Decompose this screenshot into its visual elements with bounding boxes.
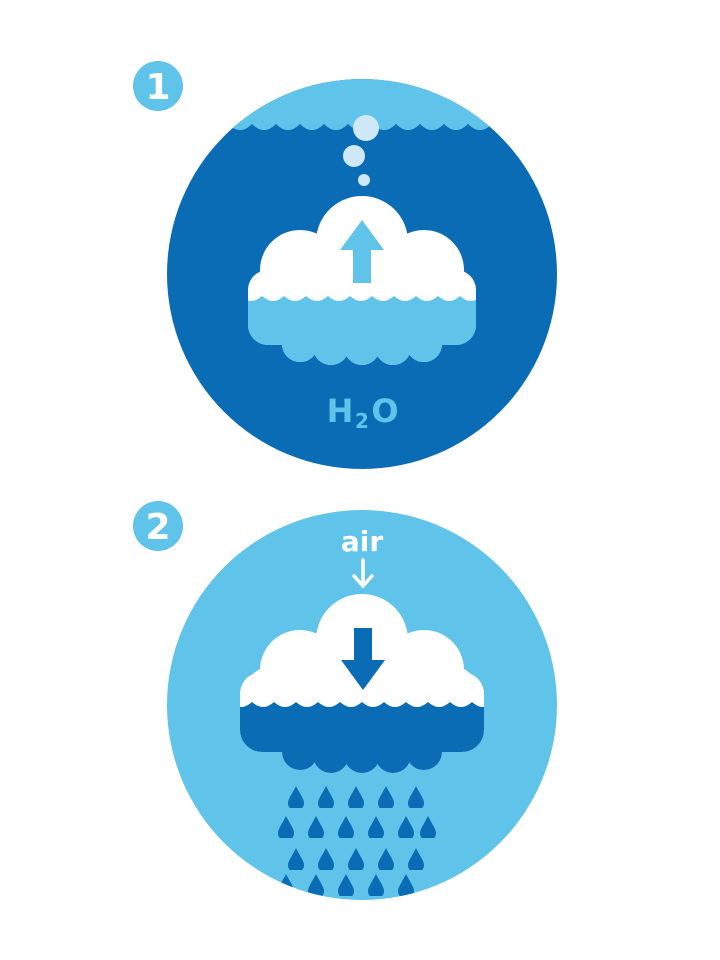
step-2-circle bbox=[167, 510, 557, 900]
bubble-icon bbox=[343, 115, 379, 186]
formula-h: H bbox=[327, 392, 354, 430]
step-2-number: 2 bbox=[145, 507, 170, 548]
step-1-badge: 1 bbox=[133, 61, 183, 111]
air-arrow-icon bbox=[352, 558, 374, 589]
formula-subscript: 2 bbox=[355, 409, 369, 433]
up-arrow-icon bbox=[340, 220, 384, 283]
step-2-badge: 2 bbox=[133, 501, 183, 551]
formula-o: O bbox=[371, 392, 398, 430]
air-label: air bbox=[341, 525, 383, 558]
step-1-number: 1 bbox=[145, 67, 170, 108]
down-arrow-icon bbox=[341, 628, 385, 690]
